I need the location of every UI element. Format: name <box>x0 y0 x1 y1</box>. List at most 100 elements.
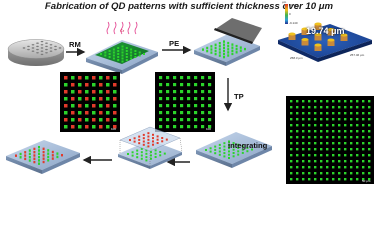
step-label-integrating: integrating <box>228 141 268 150</box>
pixel-dot <box>173 118 177 122</box>
mold-disk <box>7 39 65 66</box>
pixel-dot <box>344 154 347 157</box>
qd-pillar <box>227 54 230 57</box>
pixel-dot <box>173 90 177 94</box>
pixel-dot <box>368 136 371 139</box>
pillar-side <box>314 45 322 51</box>
qd-dot <box>241 148 244 151</box>
pixel-dot <box>64 104 68 108</box>
pixel-dot <box>106 97 110 101</box>
qd-dot <box>228 143 230 146</box>
stacking-layers <box>118 126 183 169</box>
pixel-dot <box>302 124 305 127</box>
pixel-dot <box>332 142 335 145</box>
qd-dot <box>42 150 45 154</box>
pixel-dot <box>99 111 103 115</box>
pixel-dot <box>71 118 75 122</box>
qd-pillar <box>227 41 230 45</box>
pixel-dot <box>344 148 347 151</box>
pixel-dot <box>166 90 170 94</box>
pixel-dot <box>368 112 371 115</box>
pixel-dot <box>368 178 371 181</box>
mold-dot <box>40 44 44 46</box>
pixel-dot <box>332 106 335 109</box>
qd-dot <box>130 48 133 51</box>
pixel-dot <box>99 76 103 80</box>
pixel-dot <box>92 111 96 115</box>
pixel-dot <box>326 160 329 163</box>
pixel-dot <box>332 178 335 181</box>
pixel-dot <box>173 97 177 101</box>
qd-dot <box>125 47 128 49</box>
pixel-dot <box>296 100 299 103</box>
qd-dot <box>134 50 137 52</box>
pixel-dot <box>194 125 198 129</box>
pixel-dot <box>113 76 117 80</box>
pixel-dot <box>368 124 371 127</box>
pixel-dot <box>338 100 341 103</box>
qd-dot <box>38 155 40 159</box>
pixel-dot <box>314 160 317 163</box>
qd-pillar <box>206 49 209 53</box>
pixel-dot <box>71 125 75 129</box>
pixel-dot <box>350 154 353 157</box>
pixel-dot <box>64 111 68 115</box>
scale-bar-large: 50 μm <box>362 179 371 183</box>
pixel-dot <box>332 124 335 127</box>
qd-dot <box>251 148 253 151</box>
pixel-dot <box>78 125 82 129</box>
pillar-top <box>301 27 309 31</box>
pixel-dot <box>314 112 317 115</box>
pixel-dot <box>296 160 299 163</box>
qd-dot <box>214 145 217 148</box>
pixel-dot <box>99 90 103 94</box>
pixel-dot <box>302 166 305 169</box>
qd-pillar <box>214 49 217 53</box>
pixel-dot <box>362 112 365 115</box>
pixel-dot <box>362 148 365 151</box>
qd-dot <box>127 153 129 155</box>
mold-dot <box>27 48 30 51</box>
pixel-dot <box>338 136 341 139</box>
qd-dot <box>147 142 150 145</box>
qd-pillar <box>206 46 209 50</box>
pillar-side <box>301 29 309 35</box>
rm-substrate <box>86 40 158 74</box>
pixel-dot <box>338 142 341 145</box>
pixel-dot <box>362 106 365 109</box>
pixel-dot <box>308 130 311 133</box>
qd-dot <box>214 148 217 151</box>
pixel-dot <box>356 100 359 103</box>
pixel-dot <box>78 83 82 87</box>
qd-dot <box>209 147 212 150</box>
qd-dot <box>42 160 45 164</box>
x-axis-label: 258.3 μm <box>290 56 303 60</box>
pixel-dot <box>368 106 371 109</box>
pixel-dot <box>302 148 305 151</box>
qd-dot <box>130 57 133 60</box>
pixel-dot <box>85 118 89 122</box>
qd-dot <box>33 147 36 151</box>
pixel-dot <box>106 90 110 94</box>
qd-dot <box>56 155 59 159</box>
qd-dot <box>108 50 111 52</box>
pixel-dot <box>208 97 212 101</box>
scale-bar-green: 100 <box>206 127 212 131</box>
pixel-dot <box>64 83 68 87</box>
qd-dot <box>218 143 221 146</box>
pixel-dot <box>166 118 170 122</box>
mold-dot <box>54 45 57 48</box>
qd-dot <box>241 145 244 148</box>
qd-dot <box>156 138 159 141</box>
qd-pillar <box>218 54 221 57</box>
pixel-dot <box>296 178 299 181</box>
pixel-dot <box>78 111 82 115</box>
qd-pillar <box>218 48 221 51</box>
qd-dot <box>125 53 128 55</box>
pixel-dot <box>159 111 163 115</box>
mold-dot <box>31 47 35 49</box>
pixel-dot <box>362 142 365 145</box>
pixel-dot <box>106 83 110 87</box>
qd-dot <box>133 140 136 143</box>
pixel-dot <box>113 90 117 94</box>
